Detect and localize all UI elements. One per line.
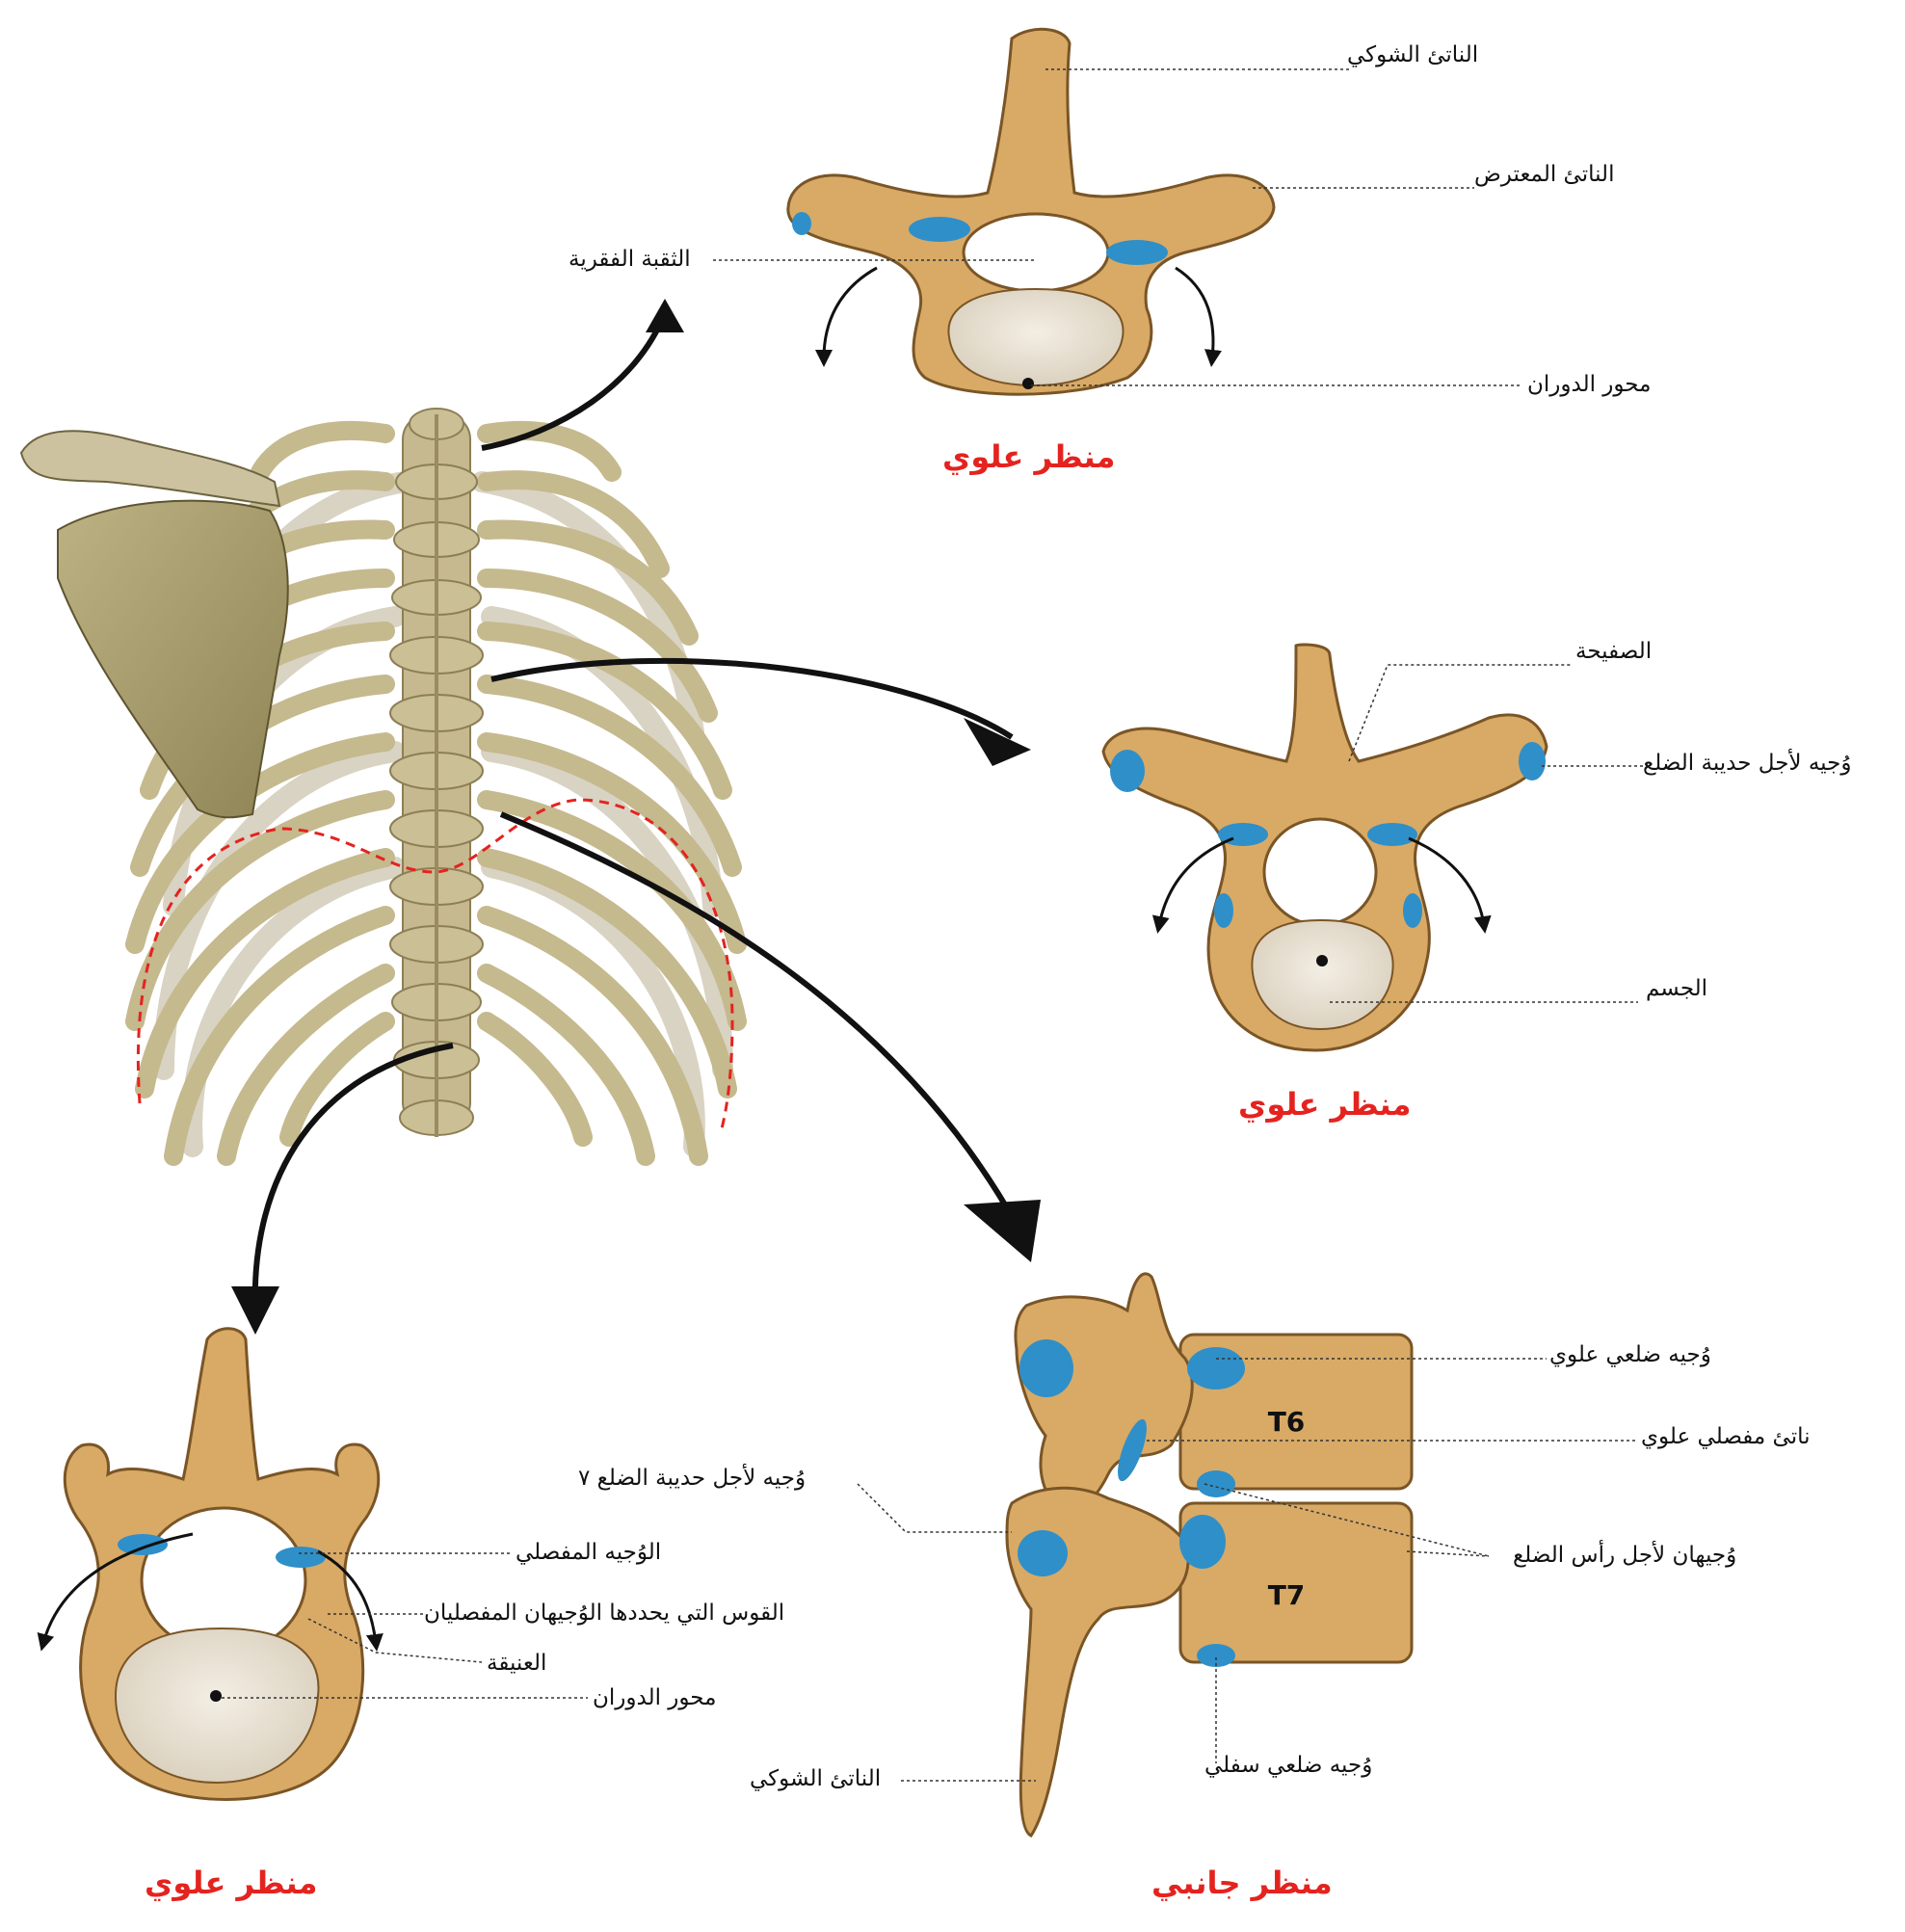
label-vertebral-foramen: الثقبة الفقرية [569,247,691,272]
label-body: الجسم [1646,976,1708,1001]
view-title-middle: منظر علوي [1238,1086,1412,1123]
label-inferior-costal-facet: وُجيه ضلعي سفلي [1204,1753,1373,1778]
top-vertebra [786,27,1276,396]
connector-arrows [251,311,1024,1311]
rotation-arrow-icon [1151,836,1234,934]
highlight-dashed-region [136,798,734,1133]
vertebra-label-t7: T7 [1268,1579,1306,1611]
scapula [19,430,289,819]
view-title-lateral: منظر جانبي [1151,1865,1333,1901]
label-articular-facet: الوُجيه المفصلي [516,1540,662,1565]
label-rotation-axis-lower: محور الدوران [593,1685,717,1710]
label-superior-articular-process: ناتئ مفصلي علوي [1641,1424,1811,1449]
leader-lines [222,68,1643,1782]
arrow-heads [231,299,1041,1335]
curved-arrow-icon [481,311,668,451]
rotation-arrow-icon [815,266,878,367]
rotation-arrow-icon [317,1549,384,1652]
label-rib-head-facets: وُجيهان لأجل رأس الضلع [1513,1543,1737,1568]
facet-left [909,217,970,242]
curved-arrow-icon [499,811,1024,1235]
view-title-lower-left: منظر علوي [145,1865,318,1901]
middle-vertebra [1101,643,1548,1052]
label-pedicle: العنيقة [487,1651,547,1676]
label-rotation-axis: محور الدوران [1527,372,1652,397]
rotation-axis-dot [1022,378,1034,389]
rotation-arrow-icon [1175,266,1222,367]
view-title-top: منظر علوي [942,438,1116,475]
lower-left-vertebra [37,1327,384,1801]
label-spinous-process: الناتئ الشوكي [1347,42,1479,67]
curved-arrow-icon [251,1043,454,1311]
curved-arrow-icon [490,657,1014,740]
facet-right [1106,240,1168,265]
rotation-arrow-icon [1408,836,1492,934]
label-transverse-process: الناتئ المعترض [1474,162,1615,187]
ribs-right [477,421,747,1166]
rotation-arrow-icon [37,1532,194,1652]
lateral-vertebrae: T6 T7 [1005,1272,1414,1838]
rib-cage-illustration [19,408,747,1166]
spinal-column [389,408,484,1137]
vertebra-label-t6: T6 [1268,1406,1306,1438]
label-arc-defined: القوس التي يحددها الوُجيهان المفصليان [424,1601,785,1626]
label-tubercle-facet: وُجيه لأجل حديبة الضلع [1643,751,1852,776]
label-rib7-tubercle-facet: وُجيه لأجل حديبة الضلع ٧ [578,1466,807,1491]
label-superior-costal-facet: وُجيه ضلعي علوي [1549,1342,1711,1367]
label-lamina: الصفيحة [1575,639,1653,664]
label-spinous-process-lateral: الناتئ الشوكي [750,1766,882,1791]
